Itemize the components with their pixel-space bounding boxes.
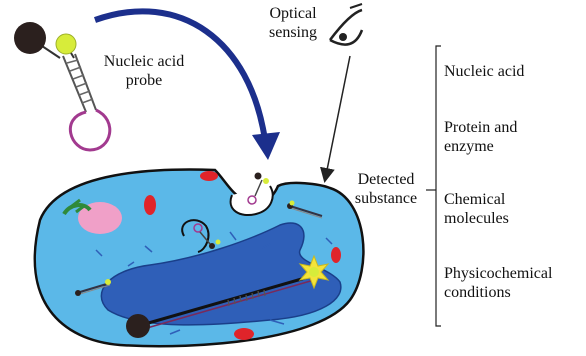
red-organelle-3 [234,328,254,340]
category-line2: molecules [444,209,509,228]
red-organelle-1 [200,171,218,181]
sensing-label-line1: Optical [262,4,324,23]
detected-label-line1: Detected [344,170,428,189]
detected-label: Detected substance [344,170,428,208]
category-physicochemical: Physicochemical conditions [444,264,552,302]
vesicle-fluorophore [263,178,269,184]
category-line2: conditions [444,283,552,302]
probe-stem [63,54,96,112]
inner-quencher [209,243,215,249]
category-line1: Protein and [444,118,517,137]
vesicle-quencher [255,173,262,180]
inner-fluorophore [216,240,221,245]
detected-label-line2: substance [344,189,428,208]
category-protein-enzyme: Protein and enzyme [444,118,517,156]
probe-label-line2: probe [96,71,192,90]
category-line1: Physicochemical [444,264,552,283]
fluorophore-ball [56,34,76,54]
sensing-arrow [325,56,350,180]
probe-label-line1: Nucleic acid [96,52,192,71]
probe-label: Nucleic acid probe [96,52,192,90]
category-line1: Nucleic acid [444,62,524,81]
category-line2: enzyme [444,137,517,156]
sensing-label-line2: sensing [262,23,324,42]
sensing-label: Optical sensing [262,4,324,42]
eye-icon [330,4,362,45]
category-nucleic-acid: Nucleic acid [444,62,524,81]
cell [35,170,364,347]
category-chemical-molecules: Chemical molecules [444,190,509,228]
activated-fluorophore [309,267,319,277]
probe-loop [70,110,109,150]
category-bracket [436,46,441,326]
red-organelle-4 [331,247,341,263]
category-line1: Chemical [444,190,509,209]
red-organelle-2 [144,195,156,215]
activated-quencher [126,314,150,338]
vesicle-probe-loop [248,196,256,204]
quencher-ball [14,22,46,54]
